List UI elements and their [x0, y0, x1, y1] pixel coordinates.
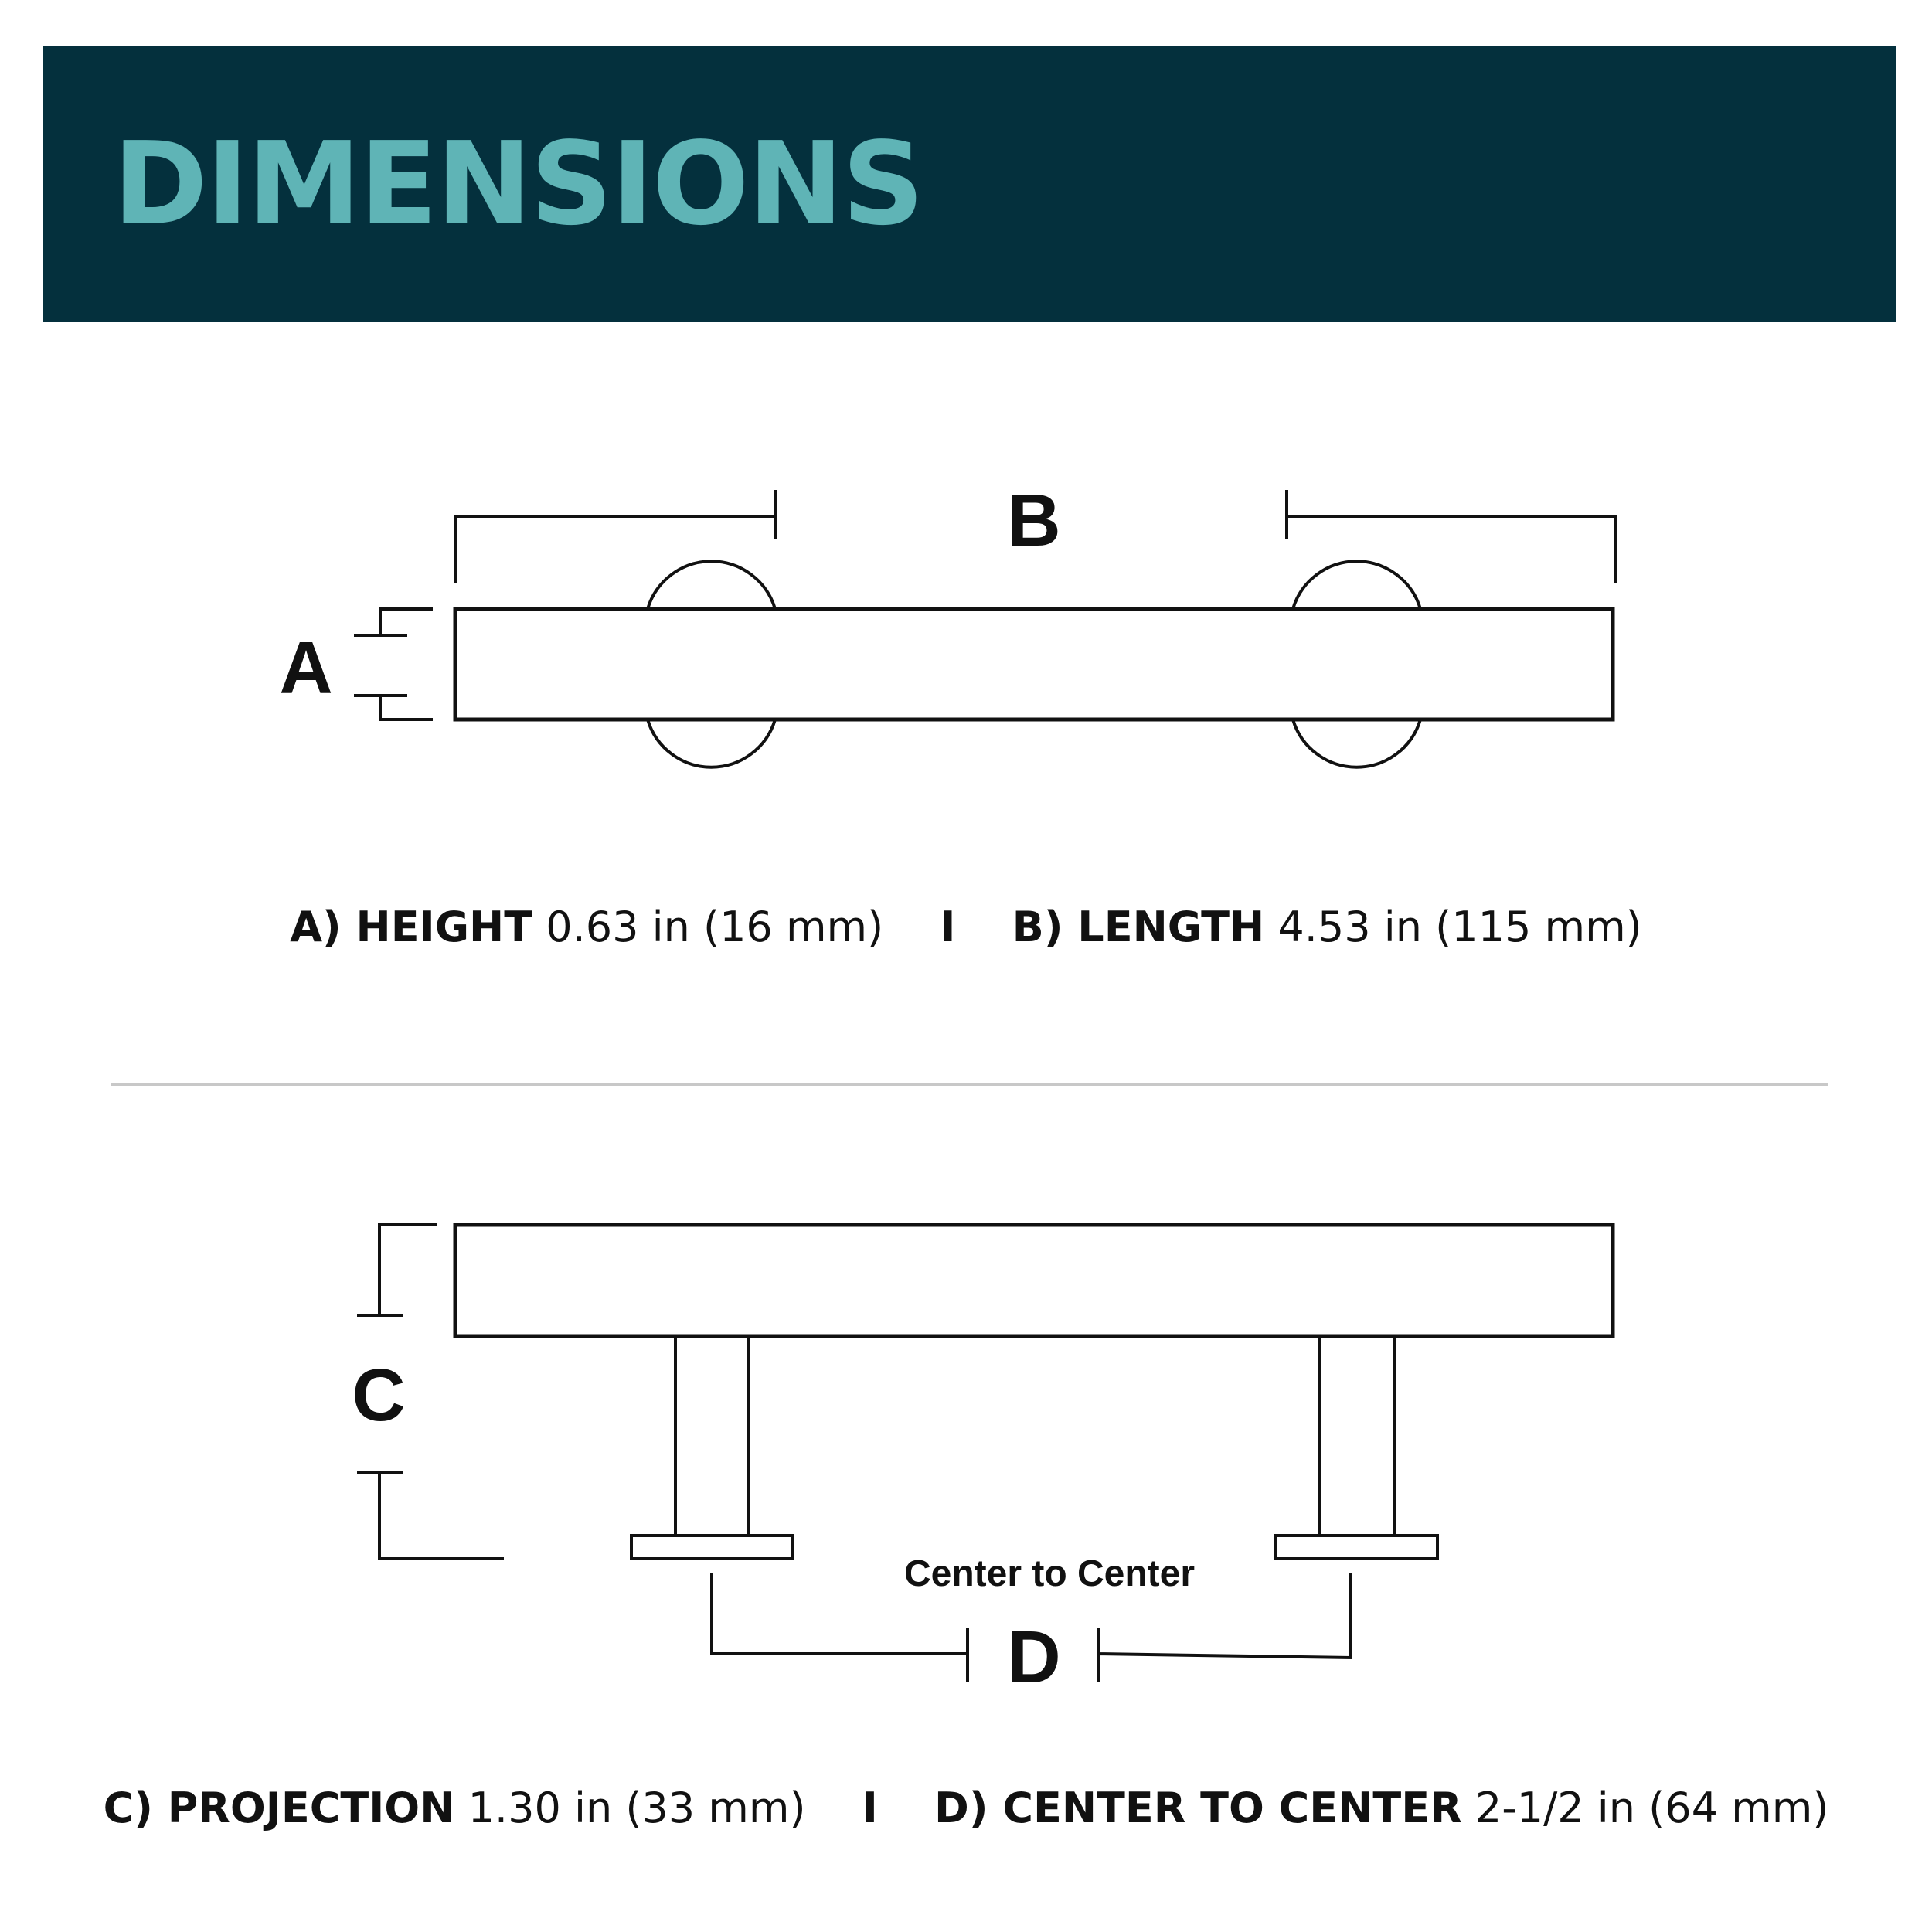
- dimension-a-bracket-top: [354, 607, 433, 637]
- dimension-label-c: C: [352, 1354, 405, 1437]
- dimension-c-bracket-bottom: [357, 1471, 504, 1560]
- height-value: 0.63 in (16 mm): [546, 903, 884, 951]
- length-value: 4.53 in (115 mm): [1277, 903, 1642, 951]
- center-to-center-label: Center to Center: [904, 1553, 1195, 1594]
- base-plate-left: [630, 1534, 794, 1560]
- dimension-b-bracket-left: [454, 490, 777, 583]
- top-caption: A) HEIGHT 0.63 in (16 mm) I B) LENGTH 4.…: [0, 903, 1932, 951]
- center-to-center-value: 2-1/2 in (64 mm): [1475, 1784, 1829, 1832]
- handle-bar-side-view: [453, 1223, 1615, 1338]
- projection-label: C) PROJECTION: [103, 1784, 455, 1832]
- header-band: [43, 46, 1896, 322]
- length-label: B) LENGTH: [1012, 903, 1265, 951]
- base-plate-right: [1274, 1534, 1439, 1560]
- post-arc-left-top: [646, 560, 777, 610]
- dimension-label-b: B: [1007, 479, 1060, 562]
- post-arc-left-bottom: [646, 719, 777, 769]
- dimension-a-bracket-bottom: [354, 694, 433, 721]
- side-view: [357, 1223, 1615, 1682]
- dimension-b-bracket-right: [1285, 490, 1617, 583]
- bottom-caption: C) PROJECTION 1.30 in (33 mm) I D) CENTE…: [0, 1784, 1932, 1832]
- dimension-c-bracket-top: [357, 1223, 437, 1317]
- post-left: [674, 1336, 750, 1536]
- caption-separator: I: [862, 1784, 878, 1832]
- section-divider: [111, 1083, 1828, 1086]
- height-label: A) HEIGHT: [290, 903, 533, 951]
- dimension-d-bracket-left: [710, 1573, 969, 1682]
- post-right: [1318, 1336, 1396, 1536]
- center-to-center-dim-label: D) CENTER TO CENTER: [934, 1784, 1462, 1832]
- caption-separator: I: [940, 903, 956, 951]
- dimension-label-d: D: [1007, 1616, 1060, 1699]
- dimension-d-bracket-right: [1097, 1573, 1352, 1682]
- top-view: [354, 490, 1617, 769]
- projection-value: 1.30 in (33 mm): [468, 1784, 806, 1832]
- post-arc-right-bottom: [1291, 719, 1422, 769]
- page-title: DIMENSIONS: [113, 117, 924, 250]
- post-arc-right-top: [1291, 560, 1422, 610]
- dimension-label-a: A: [279, 627, 332, 709]
- handle-bar-top-view: [453, 607, 1615, 722]
